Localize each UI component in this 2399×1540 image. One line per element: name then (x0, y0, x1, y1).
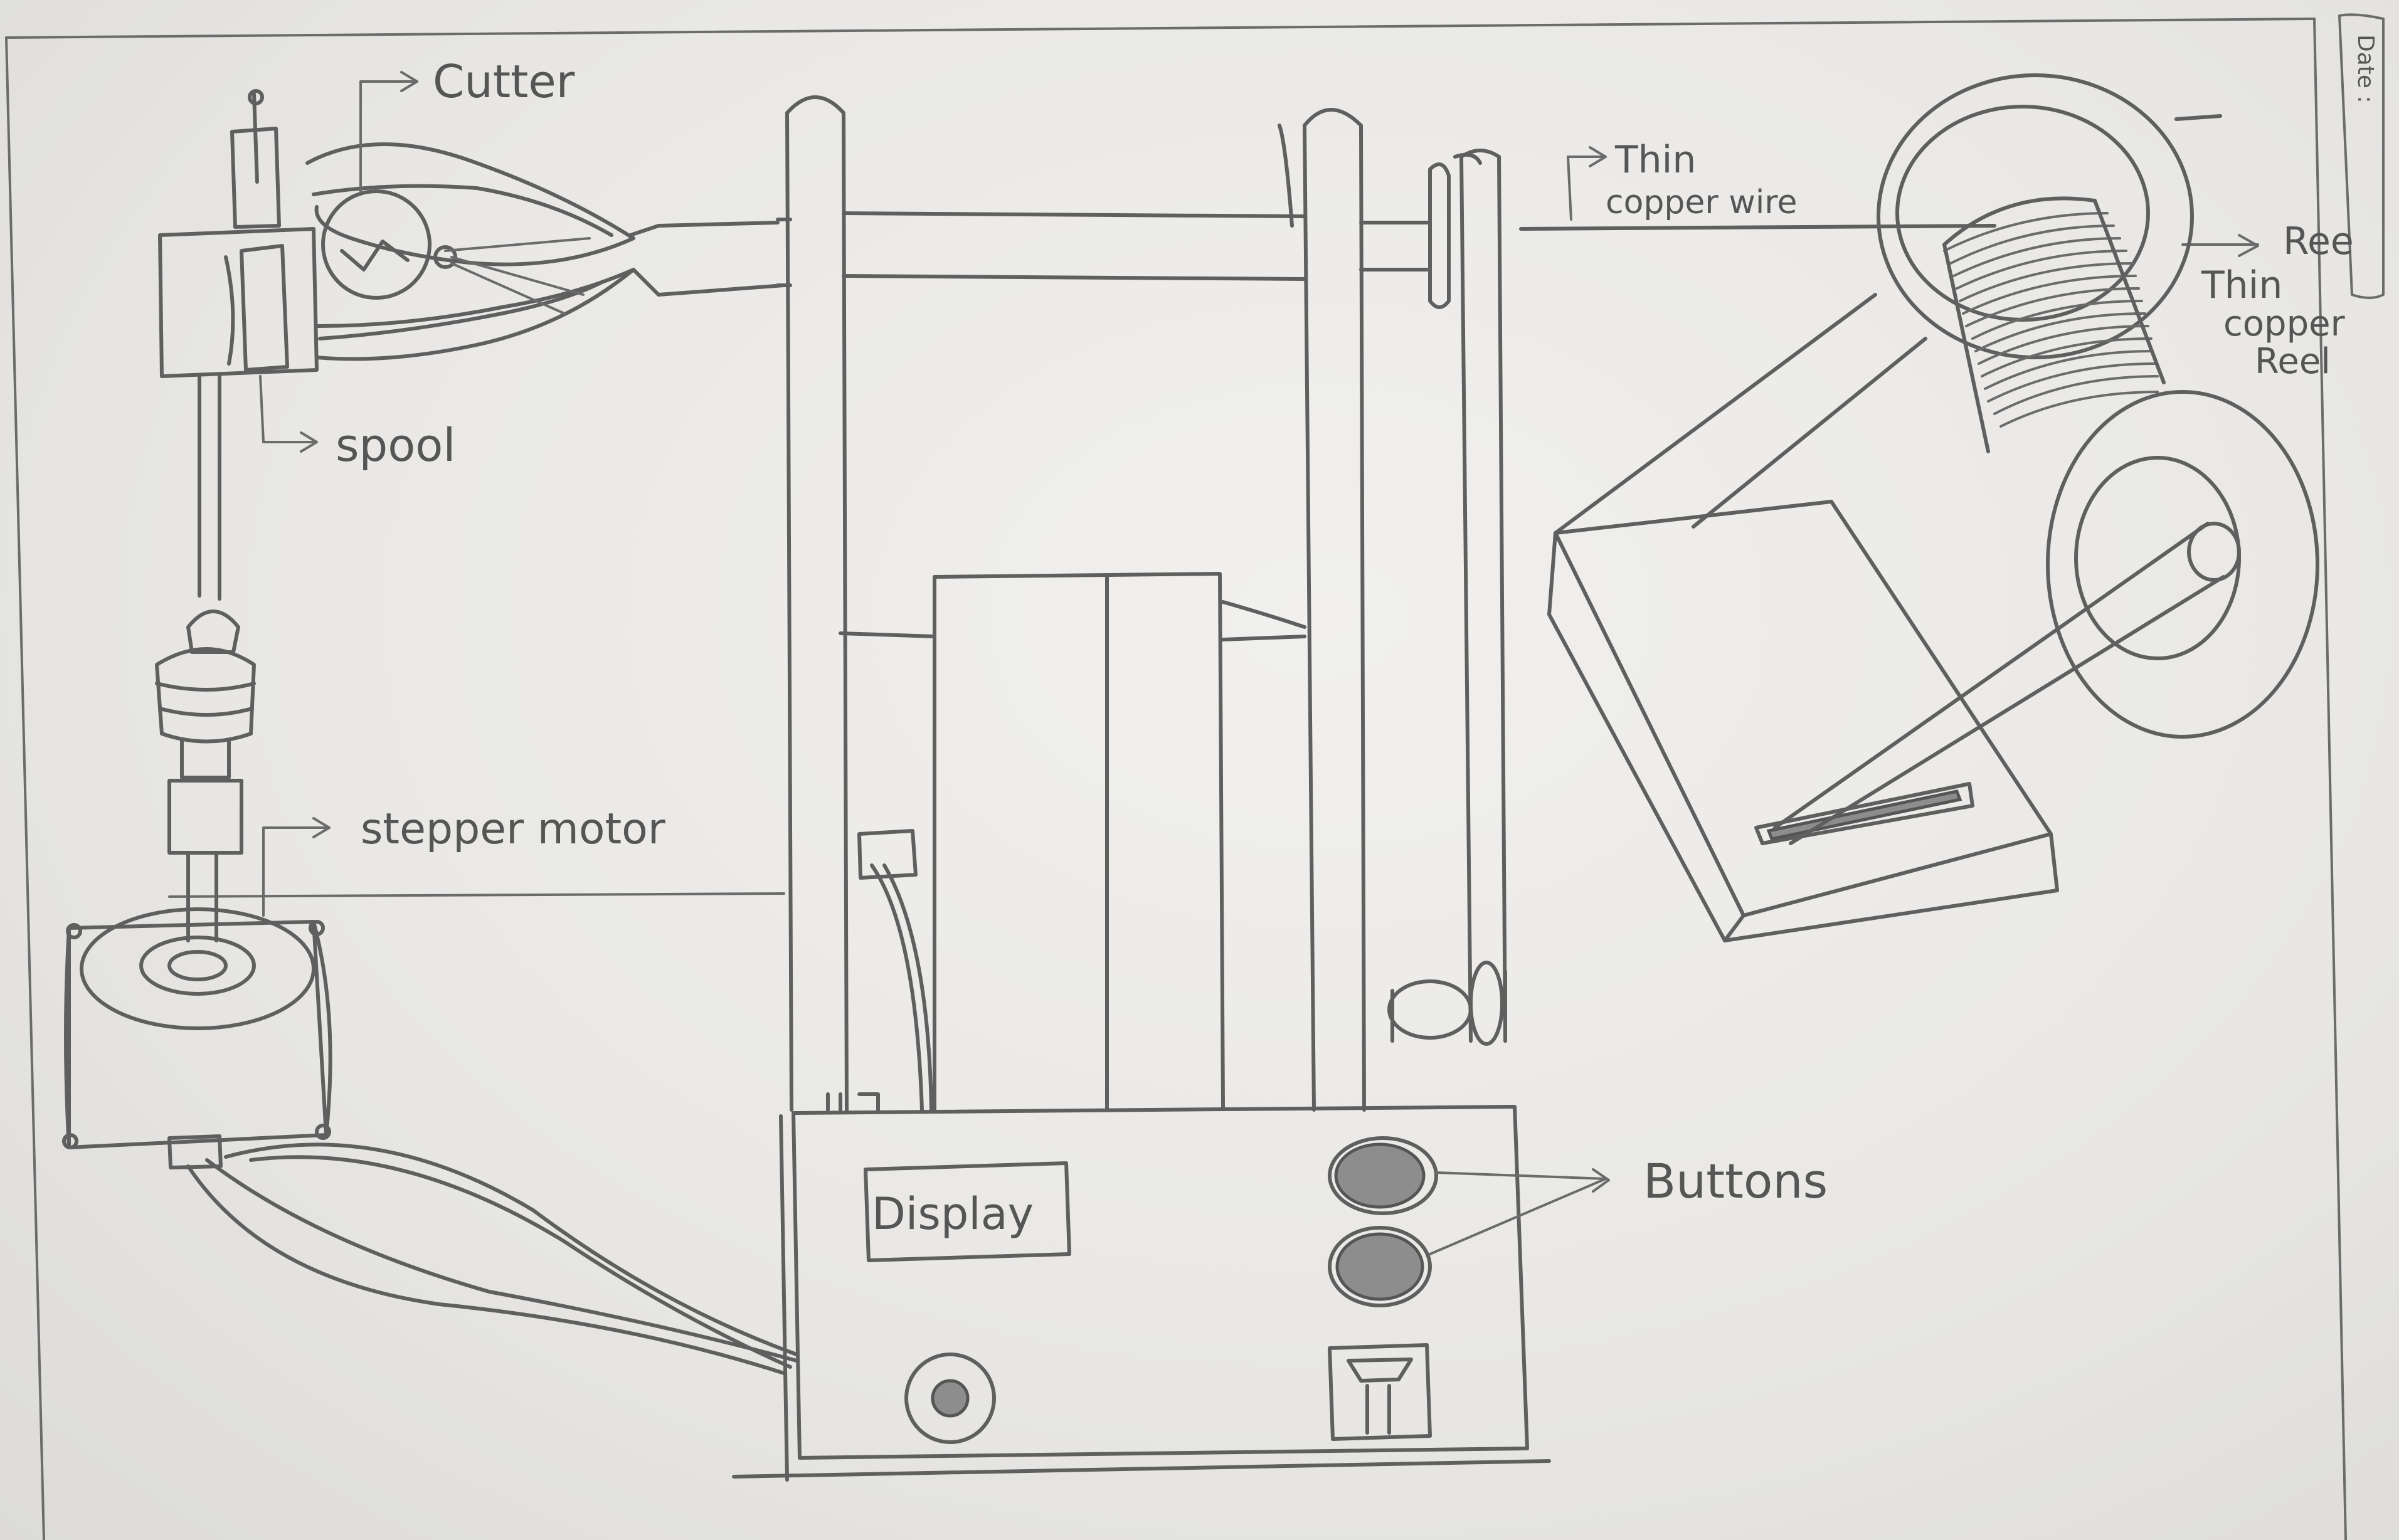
central-frame (778, 97, 1505, 1110)
date-label: Date : (2353, 34, 2378, 103)
stepper-motor (64, 909, 797, 1373)
button-bottom[interactable] (1337, 1234, 1422, 1299)
thin-copper-reel-label-line3: Reel (2255, 341, 2331, 382)
control-box (734, 1107, 1549, 1480)
power-knob (906, 1354, 994, 1442)
cutter-label: Cutter (433, 55, 575, 108)
display-label: Display (872, 1188, 1034, 1240)
power-socket (1330, 1345, 1430, 1439)
thin-copper-reel-label-line2: copper (2223, 303, 2346, 344)
display-panel: Display (866, 1163, 1069, 1260)
thin-copper-wire-label-line1: Thin (1614, 138, 1696, 182)
shaft-and-coupler (157, 375, 254, 941)
spool-label: spool (336, 419, 455, 472)
buttons-label: Buttons (1643, 1153, 1828, 1209)
thin-copper-wire-label-line2: copper wire (1606, 184, 1798, 221)
cutter-assembly (160, 91, 784, 376)
button-top[interactable] (1336, 1144, 1424, 1207)
buttons-group (1330, 1138, 1609, 1305)
reel-label-cut: Ree (2283, 219, 2354, 263)
ground-line-left (169, 894, 784, 897)
thin-copper-reel-label-line1: Thin (2201, 263, 2282, 307)
stepper-motor-label: stepper motor (361, 804, 665, 854)
